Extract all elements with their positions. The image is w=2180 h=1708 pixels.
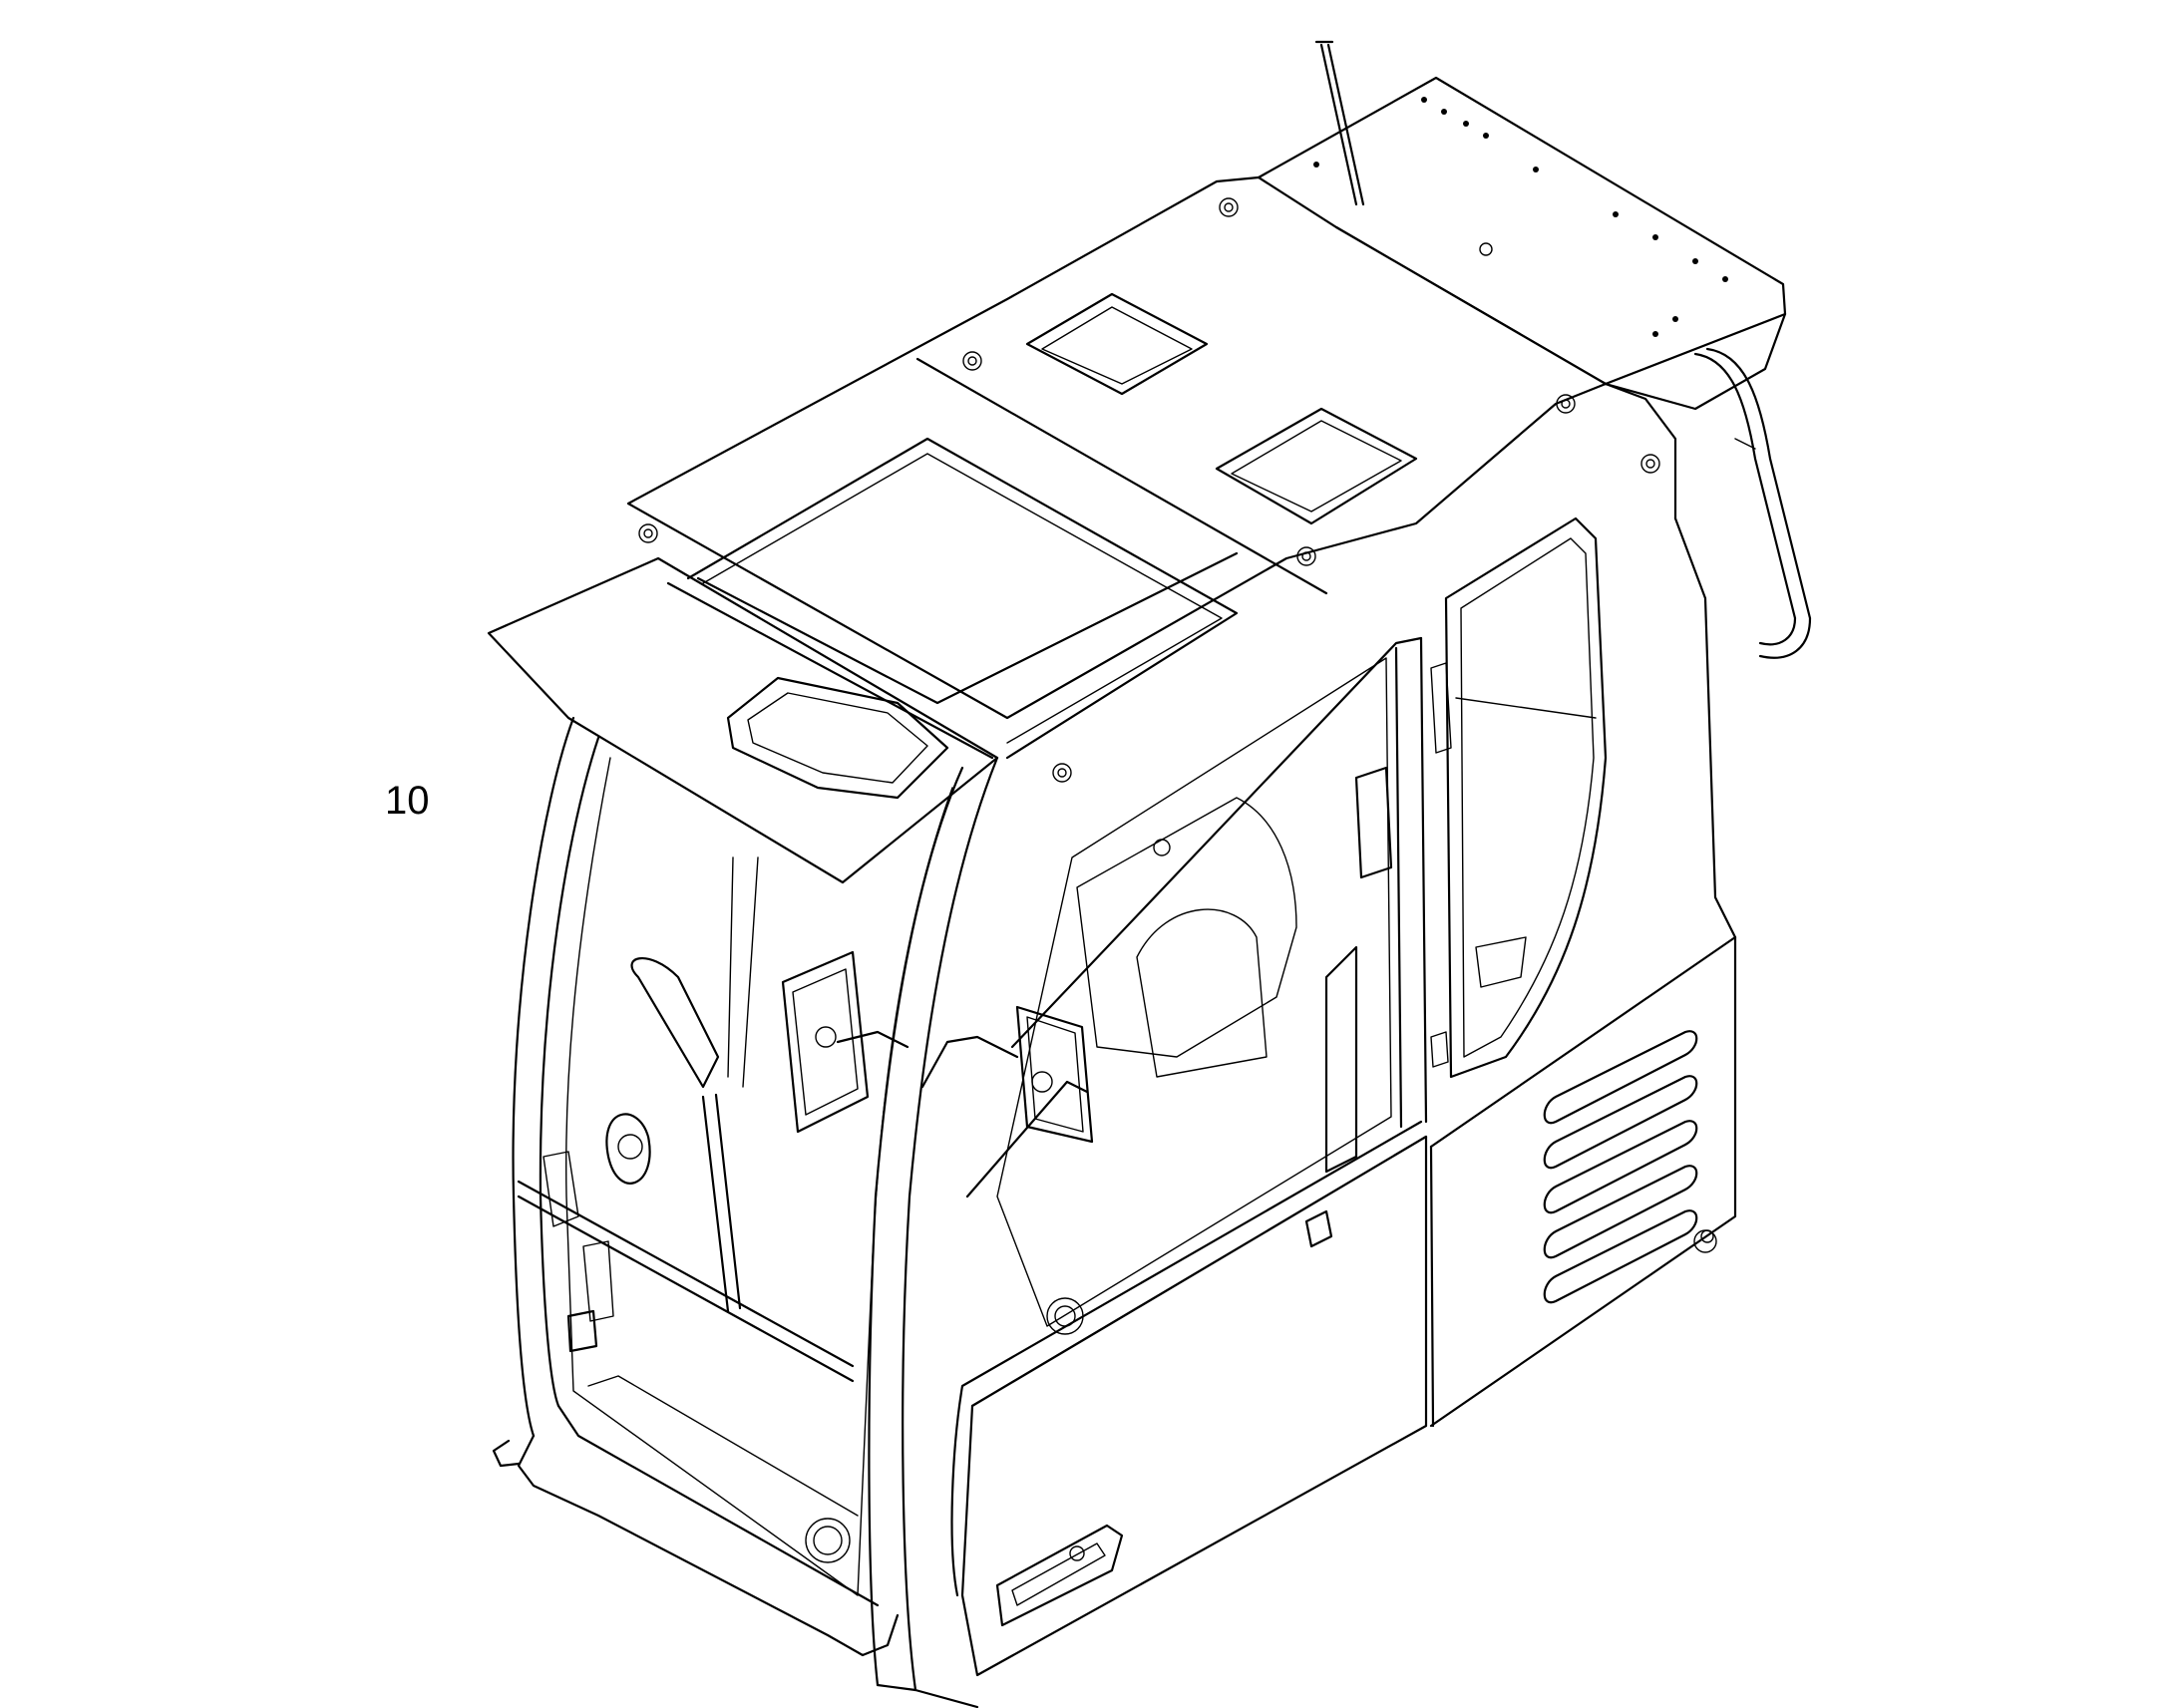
cab-door bbox=[950, 636, 1452, 1677]
frame-brackets bbox=[492, 1209, 1333, 1468]
roof-window bbox=[686, 437, 1239, 760]
main-roof bbox=[626, 175, 1677, 783]
front-window bbox=[517, 757, 953, 1596]
front-frame bbox=[512, 716, 999, 1708]
rear-box-rivets bbox=[1313, 97, 1728, 337]
rear-grab-handle bbox=[1693, 347, 1812, 659]
antenna bbox=[1314, 40, 1365, 206]
left-mirror bbox=[781, 950, 909, 1134]
rear-side-panel bbox=[1429, 516, 1737, 1428]
roof-bolts bbox=[638, 197, 1660, 783]
rear-side-window bbox=[1444, 516, 1608, 1079]
vent-louvers bbox=[1543, 1030, 1698, 1304]
door-window bbox=[996, 657, 1392, 1327]
sun-visor bbox=[487, 551, 1239, 884]
callout-label-10: 10 bbox=[385, 779, 430, 823]
right-mirror bbox=[920, 1005, 1094, 1144]
